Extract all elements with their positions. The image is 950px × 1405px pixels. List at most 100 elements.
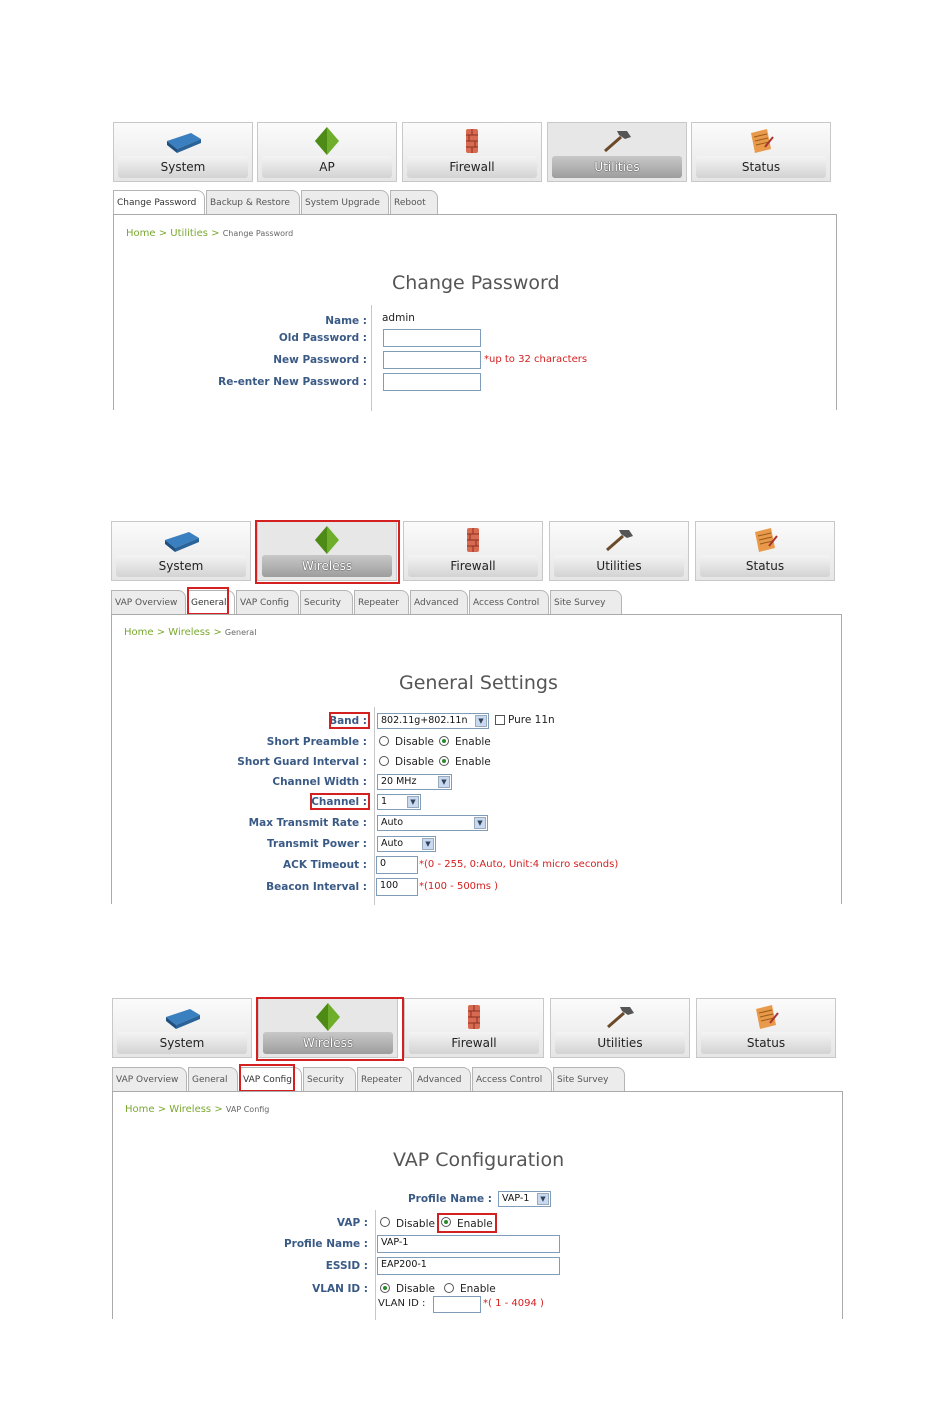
divider xyxy=(374,707,375,905)
nav-system[interactable]: System xyxy=(113,122,253,182)
profile-select[interactable]: VAP-1▼ xyxy=(498,1191,551,1207)
tab-repeater[interactable]: Repeater xyxy=(357,1067,412,1091)
short-preamble-label: Short Preamble : xyxy=(266,736,367,748)
hammer-icon xyxy=(604,131,631,153)
nav-status[interactable]: Status xyxy=(696,998,836,1058)
highlight-vap-config-tab xyxy=(239,1064,295,1092)
breadcrumb: Home > Utilities > Change Password xyxy=(126,228,293,239)
vap-disable-radio[interactable] xyxy=(380,1217,390,1227)
nav-ap[interactable]: AP xyxy=(257,122,397,182)
crumb-wireless[interactable]: Wireless xyxy=(168,627,211,638)
vlan-enable-radio[interactable] xyxy=(444,1283,454,1293)
tab-reboot[interactable]: Reboot xyxy=(390,190,438,214)
transmit-power-select[interactable]: Auto▼ xyxy=(377,836,436,852)
firewall-icon xyxy=(467,528,479,552)
nav-status[interactable]: Status xyxy=(695,521,835,581)
nav-firewall-label: Firewall xyxy=(408,555,538,577)
channel-width-select[interactable]: 20 MHz▼ xyxy=(377,774,452,790)
old-password-label: Old Password : xyxy=(278,332,367,344)
crumb-utilities[interactable]: Utilities xyxy=(170,228,208,239)
vap-enable-radio[interactable] xyxy=(441,1217,451,1227)
reenter-password-input[interactable] xyxy=(383,373,481,391)
nav-wireless[interactable]: Wireless xyxy=(258,998,398,1058)
router-icon xyxy=(167,133,201,153)
nav-wireless-label: Wireless xyxy=(262,555,392,577)
tab-security[interactable]: Security xyxy=(303,1067,356,1091)
nav-firewall-label: Firewall xyxy=(407,156,537,178)
short-guard-interval-label: Short Guard Interval : xyxy=(237,756,367,768)
password-length-note: *up to 32 characters xyxy=(484,354,588,365)
vlan-disable-label: Disable xyxy=(396,1283,435,1295)
tab-vap-overview[interactable]: VAP Overview xyxy=(111,590,186,614)
nav-firewall-label: Firewall xyxy=(409,1032,539,1054)
tab-advanced[interactable]: Advanced xyxy=(413,1067,471,1091)
nav-firewall[interactable]: Firewall xyxy=(402,122,542,182)
crumb-home[interactable]: Home xyxy=(126,228,156,239)
content-box: Home > Utilities > Change Password Chang… xyxy=(113,214,837,411)
tab-change-password[interactable]: Change Password xyxy=(113,190,205,214)
nav-utilities[interactable]: Utilities xyxy=(550,998,690,1058)
nav-system[interactable]: System xyxy=(111,521,251,581)
pure-11n-checkbox[interactable] xyxy=(495,715,505,725)
tab-advanced[interactable]: Advanced xyxy=(410,590,468,614)
tab-general[interactable]: General xyxy=(188,1067,238,1091)
hammer-icon xyxy=(606,530,633,552)
name-label: Name : xyxy=(325,315,367,327)
max-transmit-rate-label: Max Transmit Rate : xyxy=(248,817,367,829)
nav-firewall[interactable]: Firewall xyxy=(403,521,543,581)
channel-width-value: 20 MHz xyxy=(381,776,417,787)
nav-status[interactable]: Status xyxy=(691,122,831,182)
tab-access-control[interactable]: Access Control xyxy=(472,1067,552,1091)
tab-general[interactable]: General xyxy=(187,590,235,614)
tab-site-survey[interactable]: Site Survey xyxy=(553,1067,625,1091)
nav-status-label: Status xyxy=(696,156,826,178)
tab-vap-overview[interactable]: VAP Overview xyxy=(112,1067,187,1091)
beacon-interval-input[interactable]: 100 xyxy=(376,878,418,896)
channel-select[interactable]: 1▼ xyxy=(377,794,421,810)
crumb-wireless[interactable]: Wireless xyxy=(169,1104,212,1115)
crumb-current: Change Password xyxy=(222,229,294,238)
transmit-power-label: Transmit Power : xyxy=(267,838,367,850)
preamble-enable-label: Enable xyxy=(455,736,491,748)
guard-disable-label: Disable xyxy=(395,756,434,768)
profile-name-input[interactable]: VAP-1 xyxy=(377,1235,560,1253)
vlan-disable-radio[interactable] xyxy=(380,1283,390,1293)
content-box: Home > Wireless > VAP Config VAP Configu… xyxy=(112,1091,843,1320)
hammer-icon xyxy=(607,1007,634,1029)
preamble-enable-radio[interactable] xyxy=(439,736,449,746)
crumb-home[interactable]: Home xyxy=(125,1104,155,1115)
nav-firewall[interactable]: Firewall xyxy=(404,998,544,1058)
essid-input[interactable]: EAP200-1 xyxy=(377,1257,560,1275)
panel-change-password: System AP Firewall Utilities Status Chan… xyxy=(0,0,950,420)
new-password-input[interactable] xyxy=(383,351,481,369)
nav-utilities[interactable]: Utilities xyxy=(549,521,689,581)
tab-vap-config[interactable]: VAP Config xyxy=(236,590,299,614)
nav-system[interactable]: System xyxy=(112,998,252,1058)
tab-security[interactable]: Security xyxy=(300,590,353,614)
tab-system-upgrade[interactable]: System Upgrade xyxy=(301,190,389,214)
nav-utilities[interactable]: Utilities xyxy=(547,122,687,182)
name-value: admin xyxy=(382,312,415,324)
status-notepad-icon xyxy=(756,1005,779,1029)
highlight-channel xyxy=(310,793,370,810)
nav-wireless[interactable]: Wireless xyxy=(257,521,397,581)
tab-access-control[interactable]: Access Control xyxy=(469,590,549,614)
max-transmit-rate-select[interactable]: Auto▼ xyxy=(377,815,488,831)
preamble-disable-radio[interactable] xyxy=(379,736,389,746)
band-select[interactable]: 802.11g+802.11n▼ xyxy=(377,713,489,729)
router-icon xyxy=(166,1009,200,1029)
crumb-sep: > xyxy=(158,228,168,239)
tab-repeater[interactable]: Repeater xyxy=(354,590,409,614)
guard-enable-radio[interactable] xyxy=(439,756,449,766)
highlight-wireless xyxy=(255,520,400,584)
guard-disable-radio[interactable] xyxy=(379,756,389,766)
nav-system-label: System xyxy=(116,555,246,577)
tab-backup-restore[interactable]: Backup & Restore xyxy=(206,190,300,214)
ack-timeout-input[interactable]: 0 xyxy=(376,856,418,874)
tab-vap-config[interactable]: VAP Config xyxy=(239,1067,302,1091)
tab-site-survey[interactable]: Site Survey xyxy=(550,590,622,614)
crumb-home[interactable]: Home xyxy=(124,627,154,638)
old-password-input[interactable] xyxy=(383,329,481,347)
vlan-id-input[interactable] xyxy=(433,1296,481,1313)
channel-value: 1 xyxy=(381,796,388,807)
